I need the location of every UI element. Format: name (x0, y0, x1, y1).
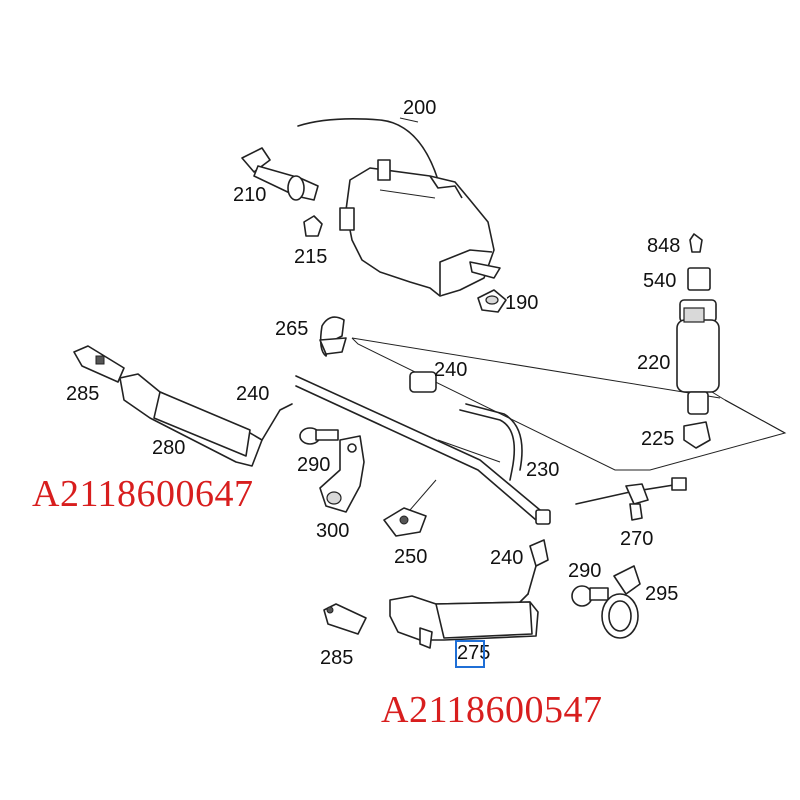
callout-270: 270 (620, 528, 654, 550)
connector-285-top (73, 345, 125, 383)
callout-215: 215 (294, 246, 328, 268)
hose-230 (295, 371, 551, 525)
connector-240-low (527, 539, 549, 595)
clip-265 (319, 316, 347, 357)
connector-250 (383, 507, 427, 537)
bolt-290-right (571, 585, 609, 607)
cable-tie-270 (575, 477, 687, 521)
callout-220: 220 (637, 352, 671, 374)
nut-215 (303, 215, 323, 237)
part-number-lower: A2118600547 (381, 689, 603, 731)
callout-265: 265 (275, 318, 309, 340)
callout-240-low: 240 (490, 547, 524, 569)
part-number-upper: A2118600647 (32, 473, 254, 515)
callout-230: 230 (526, 459, 560, 481)
callout-300: 300 (316, 520, 350, 542)
clamp-295 (601, 565, 641, 639)
callout-225: 225 (641, 428, 675, 450)
callout-295: 295 (645, 583, 679, 605)
hose-200 (297, 118, 439, 181)
pump-220 (676, 233, 726, 415)
callout-290-right: 290 (568, 560, 602, 582)
washer-reservoir (339, 159, 501, 297)
callout-240-left: 240 (236, 383, 270, 405)
callout-848: 848 (647, 235, 681, 257)
callout-250: 250 (394, 546, 428, 568)
cylinder-280 (119, 373, 293, 467)
highlight-box-275 (455, 640, 485, 668)
connector-285-low (323, 603, 367, 635)
bolt-290-left (299, 427, 339, 445)
callout-285-top: 285 (66, 383, 100, 405)
callout-275: 275 (457, 642, 491, 664)
connector-210 (241, 147, 319, 201)
callout-285-low: 285 (320, 647, 354, 669)
cylinder-275 (389, 593, 539, 649)
grommet-225 (683, 421, 711, 449)
callout-210: 210 (233, 184, 267, 206)
callout-190: 190 (505, 292, 539, 314)
bracket-300 (319, 435, 365, 513)
callout-540: 540 (643, 270, 677, 292)
callout-240-mid: 240 (434, 359, 468, 381)
callout-290-left: 290 (297, 454, 331, 476)
callout-200: 200 (403, 97, 437, 119)
group-frame (351, 337, 787, 471)
callout-280: 280 (152, 437, 186, 459)
grommet-190 (477, 289, 507, 313)
